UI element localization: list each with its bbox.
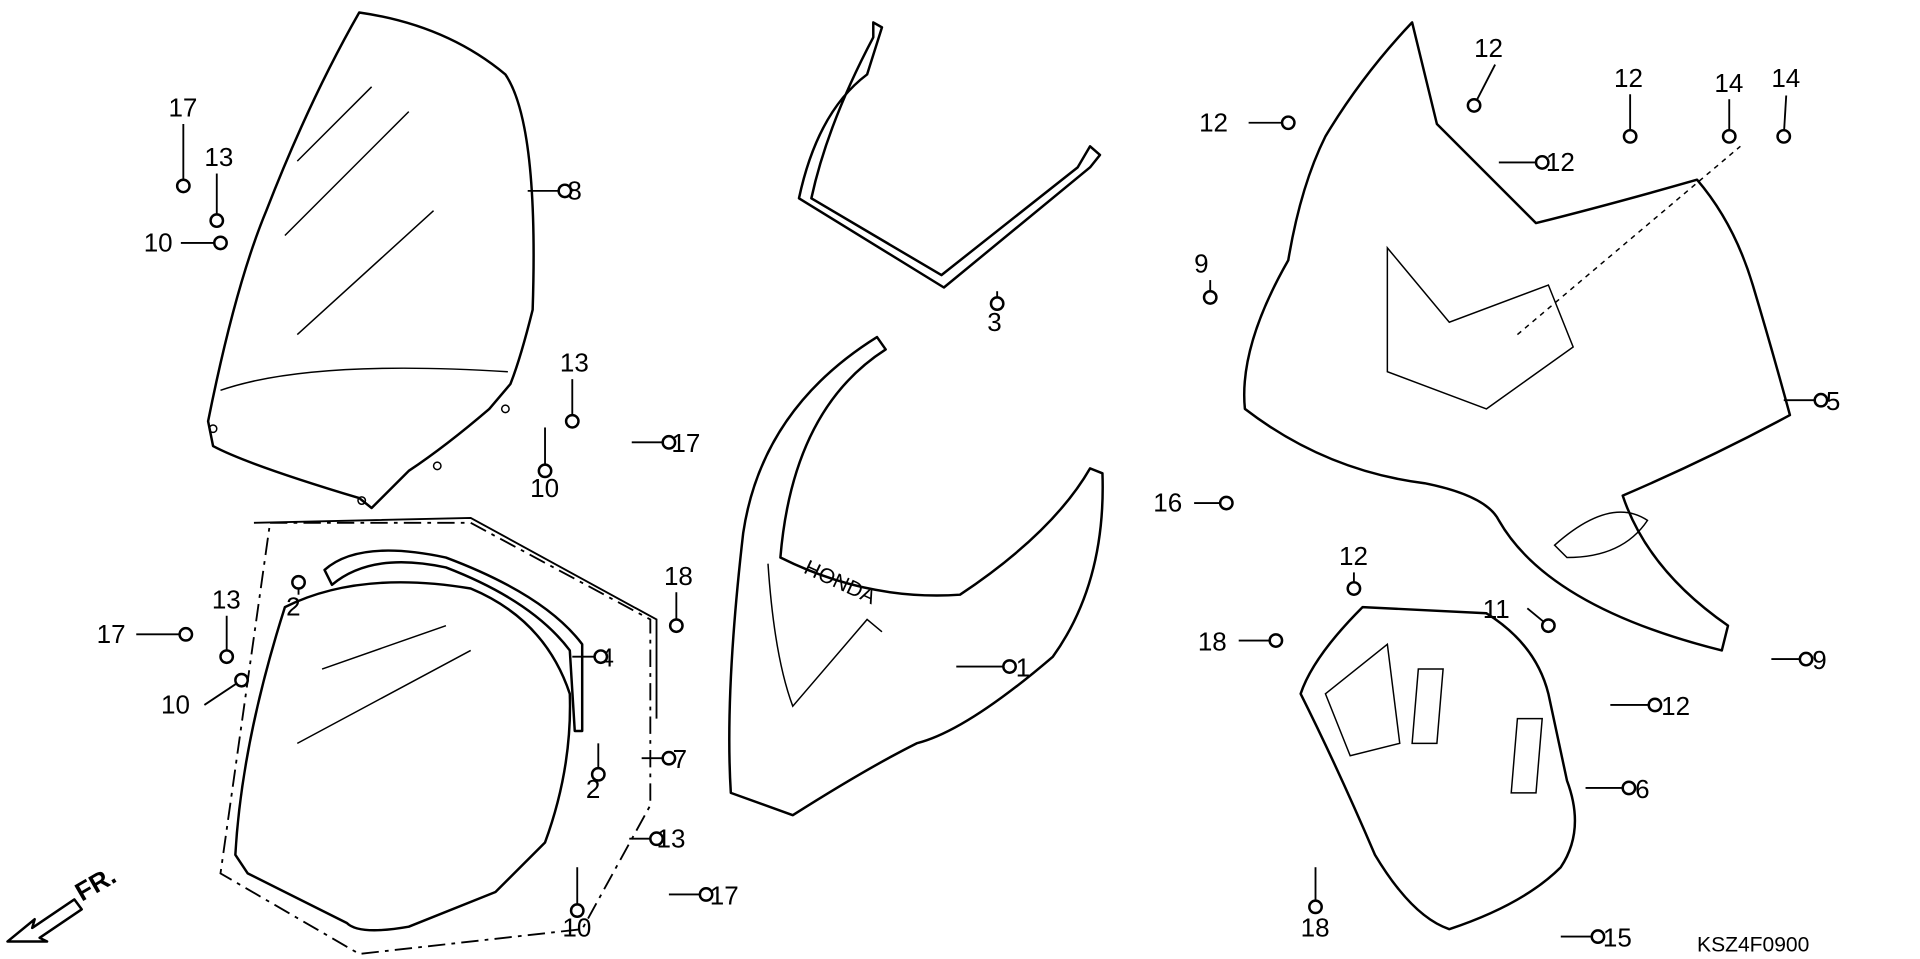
callout-2[interactable]: 2 [286, 592, 300, 622]
fastener-16-icon [1218, 495, 1234, 511]
callout-17[interactable]: 17 [97, 619, 126, 649]
fastener-2-icon [291, 574, 306, 590]
fastener-3-icon [989, 296, 1005, 312]
callout-15[interactable]: 15 [1603, 922, 1632, 952]
callout-13[interactable]: 13 [560, 348, 589, 378]
fastener-12-icon [1346, 581, 1362, 596]
svg-text:FR.: FR. [70, 860, 121, 907]
part-1-front-cover[interactable]: HONDA [728, 335, 1104, 817]
fastener-13-icon [209, 213, 225, 229]
callout-5[interactable]: 5 [1826, 386, 1840, 416]
callout-12[interactable]: 12 [1614, 63, 1643, 93]
fastener-17-icon [698, 887, 714, 902]
callout-11[interactable]: 11 [1483, 594, 1510, 624]
fastener-12-icon [1466, 97, 1482, 113]
callout-1[interactable]: 1 [1016, 652, 1030, 682]
fastener-12-icon [1647, 697, 1663, 713]
callout-10[interactable]: 10 [144, 228, 173, 258]
fastener-18-icon [668, 618, 684, 634]
callout-12[interactable]: 12 [1546, 147, 1575, 177]
fastener-10-icon [569, 903, 585, 919]
fastener-14-icon [1721, 128, 1737, 144]
callout-10[interactable]: 10 [161, 690, 190, 720]
fastener-15-icon [1590, 929, 1606, 945]
callout-6[interactable]: 6 [1635, 774, 1649, 804]
fastener-17-icon [661, 434, 677, 450]
part-8-windscreen[interactable] [206, 11, 535, 510]
fastener-4-icon [593, 649, 609, 665]
callout-18[interactable]: 18 [1301, 913, 1330, 943]
fastener-11-icon [1540, 618, 1556, 634]
callout-16[interactable]: 16 [1153, 488, 1182, 518]
callout-13[interactable]: 13 [212, 584, 241, 614]
fastener-18-icon [1268, 633, 1284, 648]
fastener-12-icon [1622, 128, 1638, 144]
part-7-screen-assembly[interactable] [219, 516, 658, 955]
fastener-2-icon [590, 766, 606, 782]
fastener-5-icon [1813, 392, 1829, 408]
callout-17[interactable]: 17 [168, 93, 197, 123]
front-direction-arrow: FR. [6, 860, 121, 943]
fastener-13-icon [649, 831, 664, 847]
fastener-10-icon [234, 672, 249, 688]
callout-12[interactable]: 12 [1474, 33, 1503, 63]
fastener-7-icon [661, 750, 677, 766]
fastener-10-icon [537, 463, 553, 479]
fastener-17-icon [178, 626, 194, 642]
callout-9[interactable]: 9 [1812, 645, 1826, 675]
callout-12[interactable]: 12 [1199, 107, 1228, 137]
callout-18[interactable]: 18 [1198, 626, 1227, 656]
callout-9[interactable]: 9 [1194, 249, 1208, 279]
diagram-code: KSZ4F0900 [1697, 933, 1809, 956]
fastener-14-icon [1776, 128, 1792, 144]
part-6-inner-panel[interactable] [1299, 605, 1577, 931]
part-3-seal[interactable] [797, 21, 1102, 289]
fastener-18-icon [1308, 899, 1323, 915]
fastener-10-icon [213, 235, 228, 251]
fastener-1-icon [1002, 659, 1017, 674]
callout-8[interactable]: 8 [567, 176, 581, 206]
part-5-cowl[interactable] [1243, 21, 1792, 652]
callout-12[interactable]: 12 [1661, 691, 1690, 721]
fastener-6-icon [1621, 780, 1637, 796]
fastener-8-icon [557, 183, 573, 199]
fastener-12-icon [1534, 154, 1550, 170]
fastener-17-icon [175, 178, 191, 194]
fastener-9-icon [1798, 651, 1814, 667]
callout-14[interactable]: 14 [1771, 63, 1800, 93]
fastener-9-icon [1202, 289, 1218, 305]
callout-17[interactable]: 17 [710, 880, 739, 910]
callout-leader-line [1473, 64, 1496, 106]
fastener-12-icon [1280, 115, 1296, 131]
callout-12[interactable]: 12 [1339, 541, 1368, 571]
callout-18[interactable]: 18 [664, 561, 693, 591]
fastener-13-icon [564, 413, 580, 429]
callout-7[interactable]: 7 [673, 744, 687, 774]
callout-3[interactable]: 3 [987, 307, 1001, 337]
fastener-13-icon [219, 649, 235, 665]
callout-13[interactable]: 13 [204, 142, 233, 172]
callout-leader-line [203, 679, 243, 706]
callout-14[interactable]: 14 [1714, 68, 1743, 98]
